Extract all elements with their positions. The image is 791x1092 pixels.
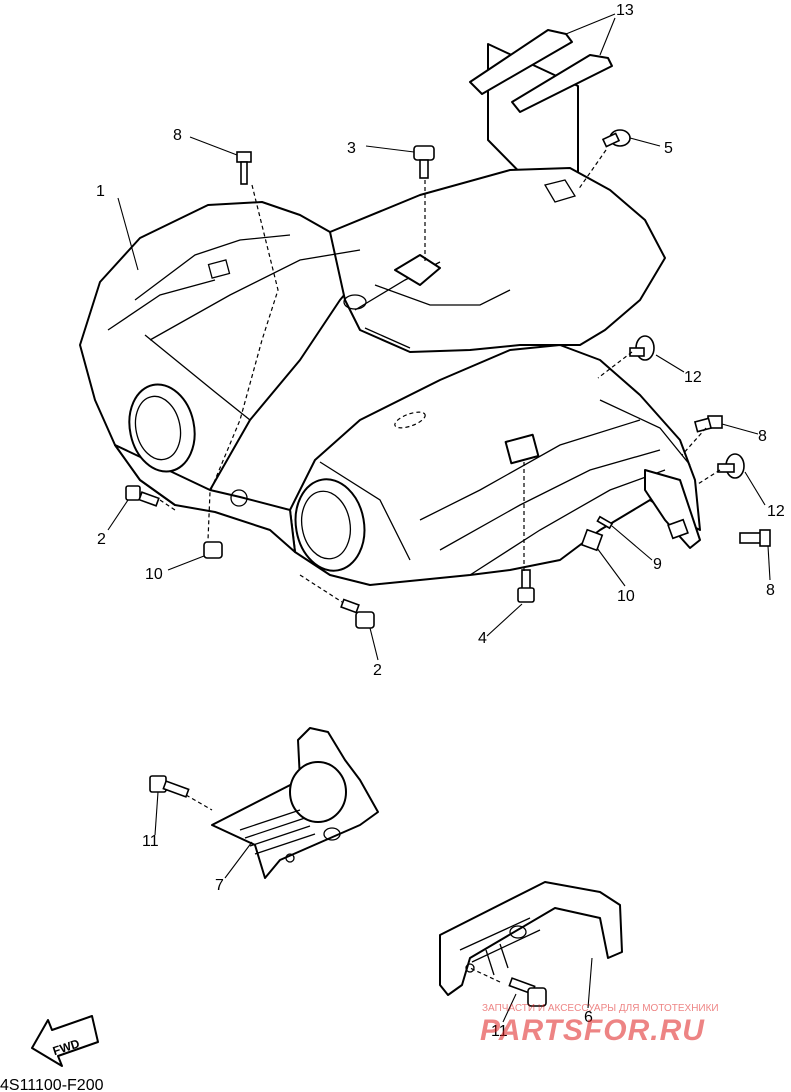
bolt-4 <box>517 569 535 603</box>
rivet-12-upper <box>629 335 655 361</box>
callout-2-lower: 2 <box>373 662 382 679</box>
bolt-8-right-lower <box>739 529 771 547</box>
callout-1: 1 <box>96 183 105 200</box>
callout-8-right-lower: 8 <box>766 582 775 599</box>
clip-9 <box>596 515 614 530</box>
callout-4: 4 <box>478 630 487 647</box>
rivet-5 <box>601 129 631 148</box>
bolt-2-upper <box>125 485 160 507</box>
watermark-logo: PARTSFOR.RU <box>480 1014 705 1047</box>
part-6-guard <box>439 881 623 996</box>
callout-labels: 1 2 2 3 4 5 6 7 8 8 8 9 10 10 11 11 12 1… <box>96 2 785 1040</box>
fwd-arrow: FWD <box>31 1015 99 1067</box>
callout-13: 13 <box>616 2 634 19</box>
rivet-12-lower <box>717 453 745 479</box>
watermark-tagline: ЗАПЧАСТИ И АКСЕССУАРЫ ДЛЯ МОТОТЕХНИКИ <box>482 1003 719 1014</box>
bolt-11-lower <box>508 977 547 1007</box>
watermark: ЗАПЧАСТИ И АКСЕССУАРЫ ДЛЯ МОТОТЕХНИКИ PA… <box>480 1003 719 1047</box>
callout-9: 9 <box>653 556 662 573</box>
callout-12-upper: 12 <box>684 369 702 386</box>
hardware <box>125 129 771 1007</box>
callout-8-right-upper: 8 <box>758 428 767 445</box>
bolt-2-lower <box>340 598 375 629</box>
part-7-headlight-guard <box>211 727 379 879</box>
callout-2-upper: 2 <box>97 531 106 548</box>
callout-6: 6 <box>584 1009 593 1026</box>
nut-10-left <box>203 541 223 559</box>
callout-10-right: 10 <box>617 588 635 605</box>
bolt-8-top <box>236 151 252 185</box>
callout-8-top: 8 <box>173 127 182 144</box>
assembly-lines <box>159 149 721 983</box>
leader-lines <box>107 13 771 1023</box>
part-1-front-fender <box>79 167 701 586</box>
callout-11-lower: 11 <box>491 1023 508 1040</box>
callout-5: 5 <box>664 140 673 157</box>
diagram-code: 4S11100-F200 <box>0 1077 104 1092</box>
bolt-11-upper <box>149 775 190 798</box>
nut-10-right <box>580 518 689 552</box>
bolt-3 <box>413 145 435 179</box>
callout-3: 3 <box>347 140 356 157</box>
bolt-8-right-upper <box>693 415 723 433</box>
callout-11-upper: 11 <box>142 833 159 850</box>
callout-12-lower: 12 <box>767 503 785 520</box>
callout-7: 7 <box>215 877 224 894</box>
callout-10-left: 10 <box>145 566 163 583</box>
